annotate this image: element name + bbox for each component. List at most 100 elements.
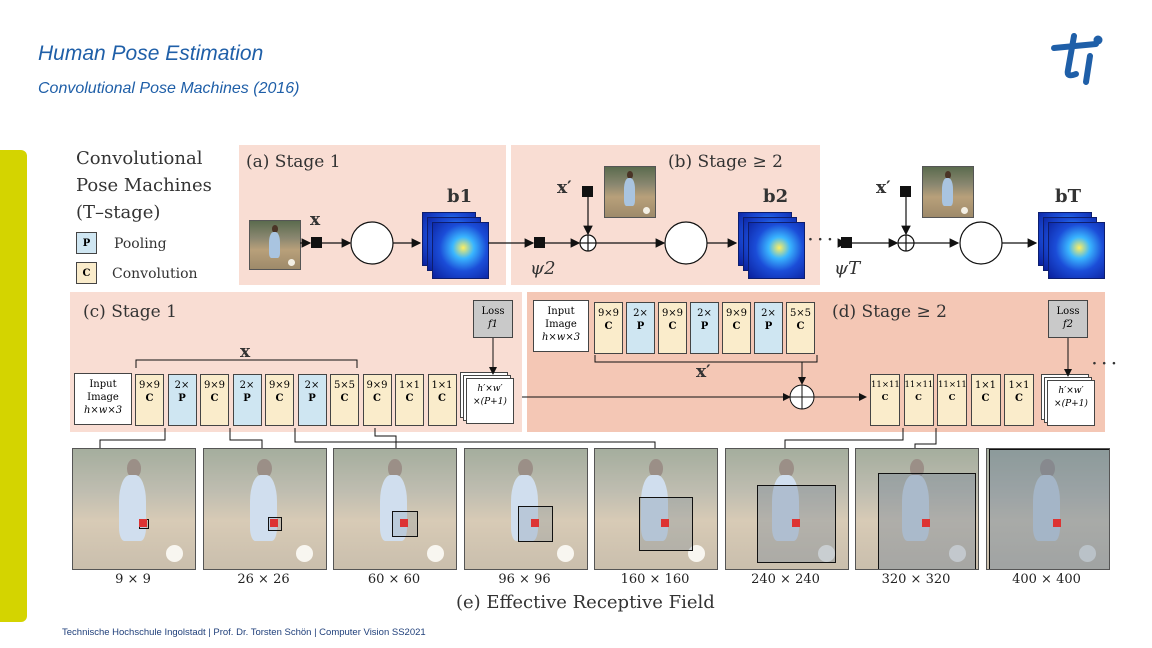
layer-kernel: 2× xyxy=(633,308,648,319)
loss-line: f2 xyxy=(1062,319,1074,330)
loss-line: f1 xyxy=(487,319,499,330)
layer-type: P xyxy=(243,393,251,404)
input-line: h×w×3 xyxy=(541,332,581,343)
legend-title-line: Convolutional xyxy=(76,148,203,169)
layer-kernel: 11×11 xyxy=(938,380,967,390)
pooling-layer: 2×P xyxy=(754,302,783,354)
legend-title-line: (T–stage) xyxy=(76,202,161,223)
receptive-field-size: 240 × 240 xyxy=(751,572,820,587)
input-photo xyxy=(922,166,974,218)
layer-kernel: 1×1 xyxy=(398,380,421,391)
receptive-field-photo xyxy=(985,448,1110,570)
receptive-field-center xyxy=(791,519,800,527)
layer-type: P xyxy=(700,321,709,332)
legend-conv-swatch: C xyxy=(76,262,97,284)
receptive-field-photo xyxy=(463,448,588,570)
stage-ellipsis: · · · xyxy=(808,232,833,248)
xp-label: x′ xyxy=(876,178,891,198)
stage-b-label: (b) Stage ≥ 2 xyxy=(668,152,783,172)
layer-kernel: 1×1 xyxy=(1008,380,1030,391)
stage-c-output: h′×w′ ×(P+1) xyxy=(466,378,514,424)
layer-kernel: 9×9 xyxy=(661,308,684,319)
stage-d-output: h′×w′ ×(P+1) xyxy=(1047,380,1095,426)
pooling-layer: 2×P xyxy=(167,374,197,426)
x-label: x xyxy=(240,342,251,362)
layer-kernel: 9×9 xyxy=(725,308,748,319)
receptive-field-photo xyxy=(724,448,849,570)
receptive-field-photo xyxy=(72,448,196,570)
input-line: Image xyxy=(545,319,577,330)
slide-subtitle: Convolutional Pose Machines (2016) xyxy=(38,80,300,97)
layer-type: C xyxy=(732,321,741,332)
legend-pool-swatch: P xyxy=(76,232,97,254)
receptive-field-center xyxy=(661,519,669,527)
layer-type: C xyxy=(881,393,889,403)
output-line: ×(P+1) xyxy=(1054,399,1088,409)
loss-box: Loss f1 xyxy=(473,300,513,338)
layer-type: P xyxy=(308,393,316,404)
layer-type: C xyxy=(1015,393,1023,404)
receptive-field-photo xyxy=(202,448,327,570)
receptive-field-photo xyxy=(333,448,457,570)
input-image-box: Input Image h×w×3 xyxy=(533,300,589,352)
bT-label: bT xyxy=(1055,186,1081,207)
stage-ellipsis: · · · xyxy=(1092,356,1117,372)
layer-kernel: 2× xyxy=(239,380,255,391)
layer-kernel: 9×9 xyxy=(268,380,291,391)
layer-kernel: 1×1 xyxy=(974,380,997,391)
layer-kernel: 9×9 xyxy=(597,308,620,319)
legend-pool-label: Pooling xyxy=(114,236,167,252)
receptive-field-center xyxy=(269,519,278,527)
layer-kernel: 5×5 xyxy=(333,380,356,391)
layer-type: C xyxy=(948,393,956,403)
layer-type: C xyxy=(373,393,381,404)
receptive-field-size: 400 × 400 xyxy=(1012,572,1081,587)
layer-kernel: 5×5 xyxy=(789,308,812,319)
input-photo xyxy=(249,220,301,270)
receptive-field-photo xyxy=(594,448,718,570)
input-image-box: Input Image h×w×3 xyxy=(74,373,132,425)
layer-kernel: 2× xyxy=(761,308,776,319)
layer-type: C xyxy=(438,393,446,404)
receptive-field-center xyxy=(530,519,539,527)
layer-type: C xyxy=(604,321,613,332)
input-line: Image xyxy=(87,392,119,403)
legend-conv-label: Convolution xyxy=(112,266,198,282)
layer-type: C xyxy=(405,393,414,404)
pooling-layer: 2× P xyxy=(232,374,262,426)
layer-type: C xyxy=(275,393,284,404)
layer-type: C xyxy=(796,321,805,332)
input-photo xyxy=(604,166,656,218)
stage-d-label: (d) Stage ≥ 2 xyxy=(832,302,947,322)
xp-label: x′ xyxy=(557,178,572,198)
receptive-field-caption: (e) Effective Receptive Field xyxy=(456,592,715,613)
legend-title: Convolutional Pose Machines (T–stage) xyxy=(76,145,212,226)
layer-kernel: 9×9 xyxy=(203,380,226,391)
input-line: Input xyxy=(89,379,117,390)
b1-label: b1 xyxy=(447,186,473,207)
layer-type: P xyxy=(636,321,645,332)
loss-line: Loss xyxy=(1056,306,1080,317)
slide-title: Human Pose Estimation xyxy=(38,42,264,65)
output-line: h′×w′ xyxy=(1058,386,1084,396)
receptive-field-box xyxy=(988,449,1109,569)
stage-c-label: (c) Stage 1 xyxy=(83,302,177,322)
pooling-layer: 2× P xyxy=(626,302,655,354)
layer-kernel: 2× xyxy=(174,380,190,391)
input-line: Input xyxy=(547,306,575,317)
pooling-layer: 2×P xyxy=(297,374,327,426)
input-line: h×w×3 xyxy=(83,405,123,416)
receptive-field-size: 320 × 320 xyxy=(881,572,951,587)
legend-title-line: Pose Machines xyxy=(76,175,212,196)
layer-type: C xyxy=(915,393,922,403)
receptive-field-size: 9 × 9 xyxy=(115,572,151,587)
